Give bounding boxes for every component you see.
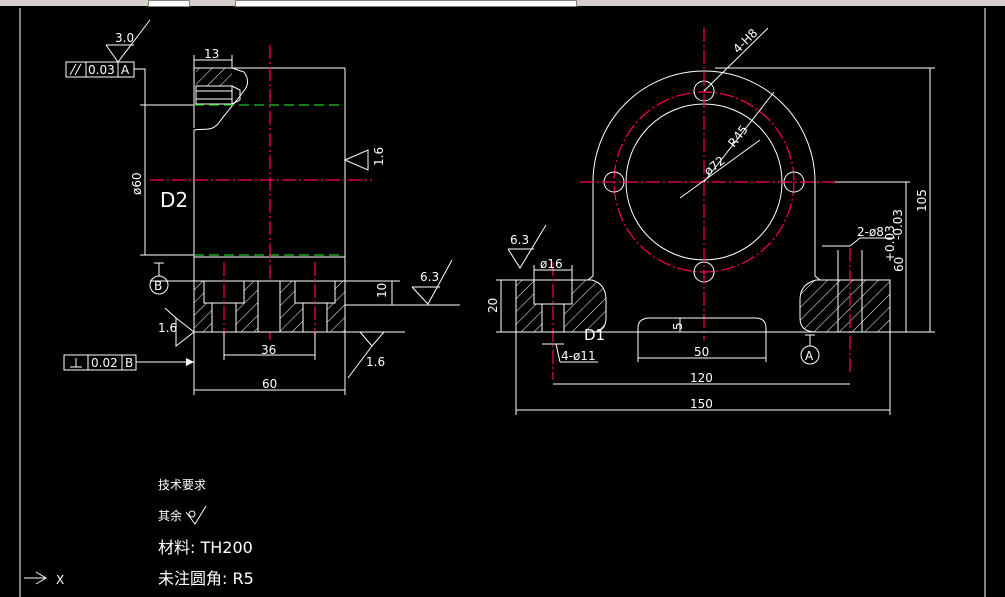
- perpendicular-tolerance-frame: 0.02 B: [63, 354, 194, 371]
- dim-60-bottom-text: 60: [262, 377, 277, 391]
- left-foot-section: [515, 262, 607, 380]
- rest-roughness-icon: [185, 505, 207, 525]
- dim-5-text: 5: [671, 322, 685, 330]
- notes-rest: 其余: [158, 508, 182, 523]
- holes-2-dia8-text: 2-ø8: [857, 225, 884, 239]
- dim-10: 10: [375, 281, 393, 305]
- holes-4-dia11-callout: 4-ø11: [542, 343, 598, 363]
- parallel-datum-text: A: [121, 63, 130, 77]
- technical-notes: 技术要求 其余 材料: TH200 未注圆角: R5: [158, 478, 254, 588]
- holes-4-h8-callout: 4-H8: [703, 26, 769, 92]
- dim-50-text: 50: [694, 345, 709, 359]
- datum-b: B: [149, 262, 194, 295]
- toolbar-field-2[interactable]: [235, 0, 577, 7]
- notes-material: 材料: TH200: [158, 538, 253, 557]
- ucs-x-label: X: [56, 573, 64, 587]
- left-top-section: [195, 68, 241, 105]
- rough-63-left-text: 6.3: [420, 270, 439, 284]
- roughness-side-1-6: 1.6: [343, 147, 386, 171]
- dim-60-right: 60 +0.03 -0.03: [835, 181, 910, 332]
- parallel-tolerance-frame: 0.03 A: [65, 61, 146, 98]
- notes-fillet: 未注圆角: R5: [158, 569, 254, 588]
- window-top-edge: [0, 0, 1005, 7]
- holes-4-dia11-text: 4-ø11: [561, 349, 596, 363]
- drawing-frame: [19, 8, 986, 597]
- left-base-section: [194, 262, 345, 338]
- datum-b-text: B: [154, 279, 162, 293]
- dim-10-text: 10: [375, 283, 389, 298]
- roughness-3-0: 3.0: [105, 19, 151, 63]
- dim-60-vertical-text: ø60: [130, 172, 144, 195]
- parallel-tol-text: 0.03: [88, 63, 115, 77]
- dim-150: 150: [515, 332, 891, 415]
- holes-2-dia8-callout: 2-ø8: [822, 225, 895, 247]
- holes-4-h8-text: 4-H8: [730, 26, 760, 56]
- datum-a: A: [800, 334, 820, 365]
- roughness-bottom-1-6: 1.6: [347, 331, 385, 379]
- rough-16-left-text: 1.6: [158, 321, 177, 335]
- dim-5: 5: [671, 318, 685, 332]
- rough-side-text: 1.6: [372, 147, 386, 166]
- dim-60v-text: 60: [892, 257, 906, 272]
- dim-50: 50: [637, 332, 767, 362]
- dim-13: 13: [193, 47, 233, 68]
- rough-63-right-text: 6.3: [510, 233, 529, 247]
- label-d1: D1: [584, 326, 605, 344]
- dim-60-vertical: ø60: [130, 95, 194, 256]
- rough-16-bottom-text: 1.6: [366, 355, 385, 369]
- notes-title: 技术要求: [158, 478, 206, 492]
- perp-datum-text: B: [125, 356, 133, 370]
- dim-105: 105: [715, 67, 935, 333]
- dim-120-text: 120: [690, 371, 713, 385]
- dia-72-callout: ø72: [679, 139, 761, 199]
- dim-20: 20: [486, 279, 516, 332]
- dia16-text: ø16: [540, 257, 563, 271]
- dim-20-text: 20: [486, 298, 500, 313]
- dim-36: 36: [223, 332, 316, 360]
- dim-13-text: 13: [204, 47, 219, 61]
- bracket-outline: [515, 70, 891, 333]
- dim-dia16: ø16: [533, 257, 573, 280]
- base-slot: [637, 317, 767, 332]
- datum-a-text: A: [805, 349, 814, 363]
- roughness-6-3-left: 6.3: [345, 259, 460, 306]
- roughness-3-0-text: 3.0: [115, 31, 134, 45]
- ucs-axis-icon: X: [24, 571, 64, 587]
- left-view: 13 ø60 D2 3.0 0.03 A 1.6: [63, 19, 460, 395]
- right-view: 4-H8 R45 ø72 105 60 +0.03 -0.03 2-ø8: [486, 26, 935, 415]
- toolbar-field-1[interactable]: [148, 0, 190, 7]
- right-foot-section: [799, 248, 891, 372]
- tol-lower-text: -0.03: [891, 209, 905, 240]
- dim-150-text: 150: [690, 397, 713, 411]
- roughness-left-1-6: 1.6: [158, 307, 195, 348]
- dim-36-text: 36: [261, 343, 276, 357]
- dim-60-bottom: 60: [193, 332, 346, 395]
- dim-105-text: 105: [915, 189, 929, 212]
- roughness-6-3-right: 6.3: [507, 224, 547, 269]
- tol-upper-text: +0.03: [883, 225, 897, 262]
- dim-120: 120: [553, 371, 850, 385]
- perp-tol-text: 0.02: [91, 356, 118, 370]
- label-d2: D2: [160, 188, 188, 212]
